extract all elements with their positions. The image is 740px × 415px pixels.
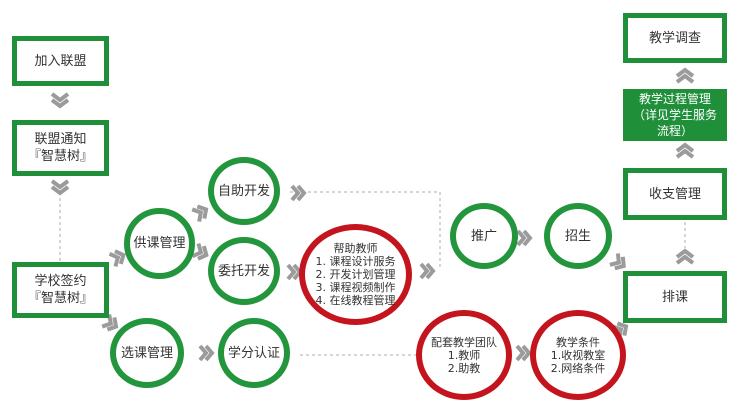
chevron-right-icon [107, 246, 129, 269]
node-schedule: 排课 [623, 271, 727, 323]
chevron-right-icon [190, 241, 212, 264]
node-enroll: 招生 [544, 203, 612, 269]
node-credit: 学分认证 [218, 318, 290, 388]
node-self-dev: 自助开发 [208, 157, 280, 225]
chevron-right-icon [290, 184, 306, 202]
node-team: 配套教学团队 1.教师 2.助教 [416, 310, 512, 400]
chevron-right-icon [190, 201, 212, 224]
chevron-down-icon [50, 179, 70, 195]
node-sign: 学校签约 『智慧树』 [12, 262, 109, 318]
chevron-up-icon [675, 249, 695, 265]
chevron-right-icon [419, 262, 435, 280]
chevron-up-icon [675, 68, 695, 84]
chevron-right-icon [515, 344, 531, 362]
node-notice: 联盟通知 『智慧树』 [12, 120, 109, 176]
node-supply: 供课管理 [124, 208, 195, 279]
chevron-down-icon [50, 92, 70, 108]
node-promote: 推广 [450, 203, 518, 269]
chevron-right-icon [198, 344, 214, 362]
chevron-right-icon [516, 229, 532, 247]
chevron-right-icon [607, 251, 630, 274]
node-survey: 教学调查 [623, 13, 727, 63]
node-help-teacher: 帮助教师 1. 课程设计服务 2. 开发计划管理 3. 课程视频制作 4. 在线… [299, 224, 412, 325]
node-process: 教学过程管理 （详见学生服务流程） [623, 89, 727, 141]
node-conditions: 教学条件 1.收视教室 2.网络条件 [530, 310, 626, 400]
node-finance: 收支管理 [623, 168, 727, 220]
node-commission: 委托开发 [208, 237, 280, 305]
chevron-up-icon [675, 143, 695, 159]
node-join: 加入联盟 [12, 36, 109, 86]
dotted-lines [59, 191, 686, 356]
node-select: 选课管理 [110, 318, 184, 388]
